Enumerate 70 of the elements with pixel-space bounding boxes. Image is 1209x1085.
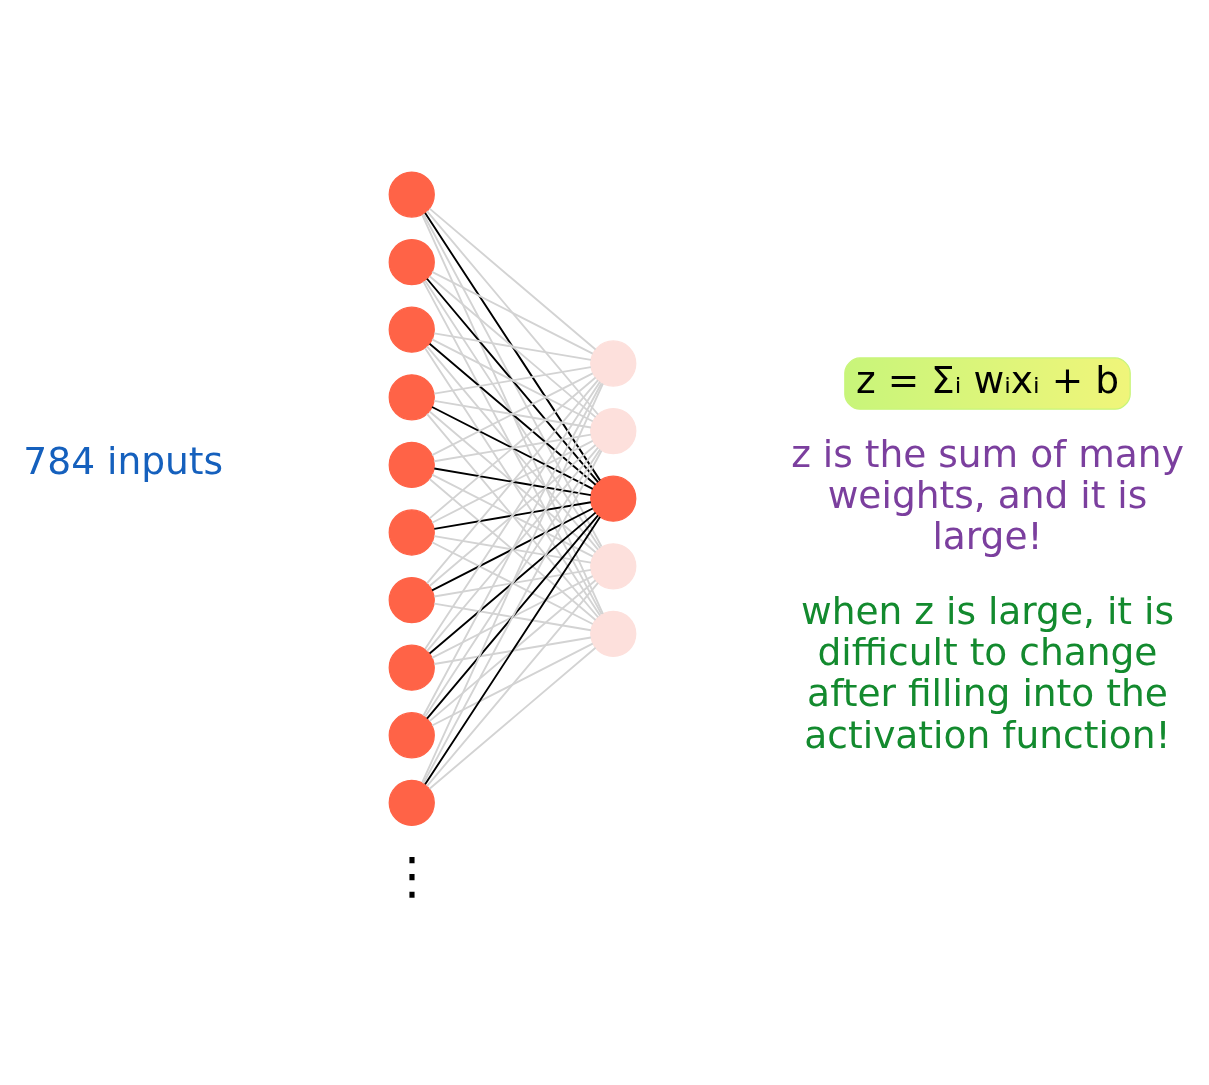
connector: [428, 207, 597, 351]
connector: [424, 279, 601, 549]
connector: [431, 473, 594, 558]
node-circle: [388, 712, 435, 759]
connector: [431, 270, 594, 355]
connector: [428, 646, 597, 790]
connector: [433, 467, 592, 497]
connector: [433, 568, 592, 598]
connector: [433, 501, 592, 530]
connector: [428, 579, 597, 723]
label: when z is large, it is difficult to change after filling into the activation function!: [801, 588, 1175, 757]
connector: [428, 444, 597, 587]
connector: [431, 440, 594, 524]
connector: [431, 575, 594, 659]
connector: [431, 507, 594, 592]
node-circle: [388, 576, 435, 624]
node-circle: [590, 610, 637, 658]
connector: [424, 347, 601, 617]
connector: [428, 376, 597, 520]
connector: [426, 413, 599, 619]
connector: [421, 382, 604, 784]
node-circle: [388, 374, 435, 421]
connector: [426, 210, 599, 416]
node-circle: [388, 171, 435, 218]
connector: [426, 581, 599, 788]
connector: [433, 366, 592, 395]
connector: [426, 277, 599, 483]
connector: [431, 372, 594, 457]
node-circle: [388, 779, 435, 826]
connector: [421, 214, 604, 615]
label: 784 inputs: [23, 439, 224, 484]
connector: [433, 535, 592, 564]
node-circle: [388, 306, 435, 353]
connector: [431, 541, 594, 625]
connector: [431, 642, 594, 727]
label: z is the sum of many weights, and it is large!: [791, 431, 1184, 559]
connector: [433, 400, 592, 429]
connector: [422, 449, 603, 785]
connector: [433, 332, 592, 361]
connector: [426, 379, 599, 585]
node-circle: [590, 543, 637, 590]
node-circle: [388, 238, 435, 286]
node-circle: [388, 644, 435, 691]
connector: [424, 380, 601, 651]
connector: [428, 511, 597, 655]
node-circle: [388, 509, 435, 556]
connector: [426, 514, 599, 720]
node-circle: [590, 340, 637, 387]
connector: [428, 478, 597, 621]
connector: [433, 433, 592, 463]
connector: [433, 602, 592, 632]
connector: [431, 338, 594, 423]
connector: [422, 280, 603, 616]
connector: [424, 516, 601, 786]
label: z = Σᵢ wᵢxᵢ + b: [856, 357, 1119, 402]
connector: [424, 448, 601, 718]
connector: [426, 446, 599, 652]
connector: [424, 212, 601, 482]
label: ⋮: [386, 846, 437, 905]
node-circle: [590, 407, 637, 455]
connector: [428, 410, 597, 554]
node-circle: [388, 441, 435, 489]
connector: [433, 636, 592, 665]
connector: [431, 406, 594, 490]
connector: [426, 345, 599, 551]
connector: [422, 213, 603, 548]
node-circle: [590, 475, 637, 522]
connector: [428, 342, 597, 486]
connector: [422, 382, 603, 717]
connector: [428, 275, 597, 419]
